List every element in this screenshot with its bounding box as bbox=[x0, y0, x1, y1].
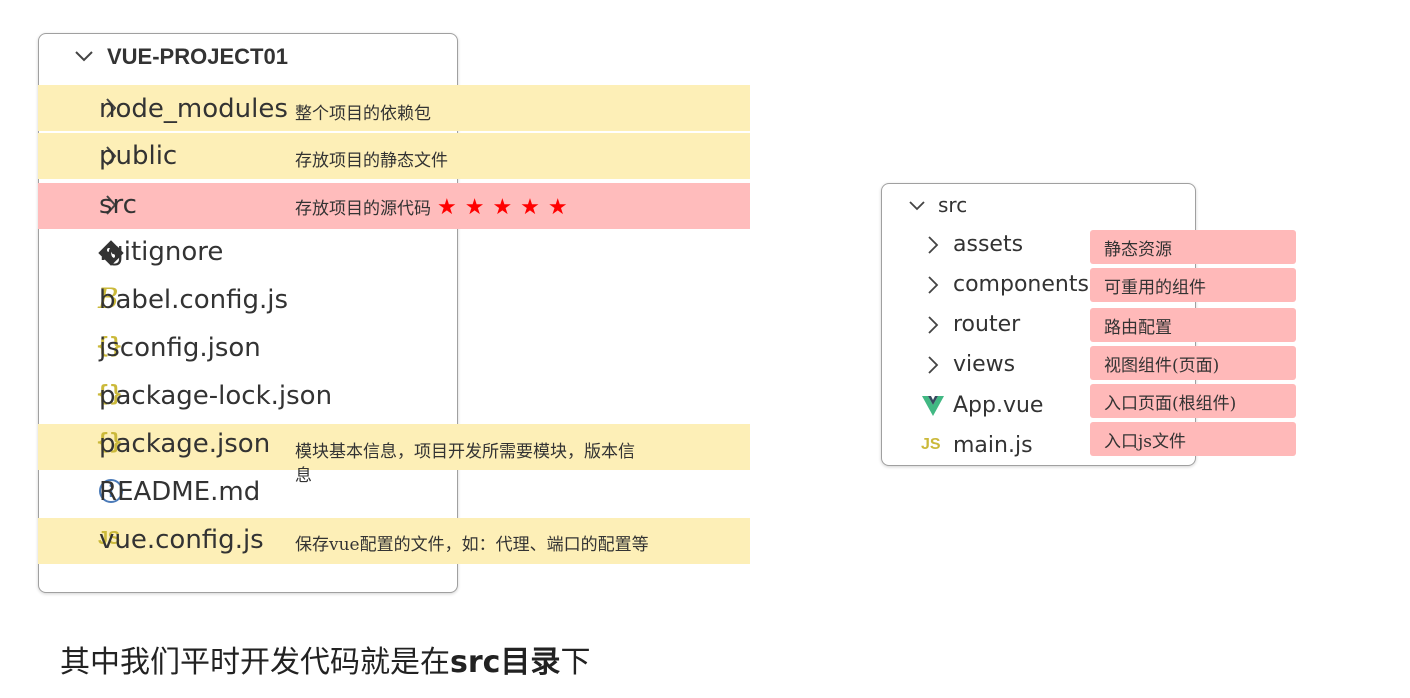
tree-item-note: 存放项目的源代码 ★★★★★ bbox=[295, 194, 576, 220]
highlight-src bbox=[38, 183, 750, 229]
tree-item-note: 整个项目的依赖包 bbox=[295, 104, 431, 124]
json-braces-icon: {} bbox=[96, 430, 123, 455]
chevron-right-icon bbox=[927, 355, 939, 379]
tree-item-label: src bbox=[99, 190, 137, 220]
src-item-label: assets bbox=[953, 232, 1024, 257]
src-tree-root-label: src bbox=[938, 193, 968, 217]
tree-item-label: public bbox=[99, 141, 178, 171]
chevron-right-icon bbox=[927, 235, 939, 259]
highlight-package-json bbox=[38, 424, 750, 470]
chevron-right-icon bbox=[104, 145, 118, 171]
chevron-right-icon bbox=[927, 315, 939, 339]
caption-part2: 下 bbox=[560, 645, 591, 680]
tree-item-note: 模块基本信息，项目开发所需要模块，版本信 bbox=[295, 442, 635, 462]
src-item-label: views bbox=[953, 352, 1016, 377]
tree-item-note: 存放项目的静态文件 bbox=[295, 151, 448, 171]
tree-item-label: node_modules bbox=[99, 94, 288, 124]
caption-part1: 其中我们平时开发代码就是在 bbox=[60, 645, 450, 680]
highlight-node-modules bbox=[38, 85, 750, 131]
git-icon bbox=[98, 240, 124, 270]
src-item-note: 路由配置 bbox=[1090, 308, 1296, 342]
tree-item-label: vue.config.js bbox=[99, 525, 264, 555]
tree-item-note-wrap: 息 bbox=[295, 466, 312, 486]
babel-icon: B bbox=[98, 282, 119, 315]
vue-icon bbox=[921, 395, 945, 421]
src-item-label: components bbox=[953, 272, 1089, 297]
caption-text: 其中我们平时开发代码就是在src目录下 bbox=[60, 637, 590, 681]
chevron-right-icon bbox=[104, 97, 118, 123]
src-item-label: App.vue bbox=[953, 393, 1044, 418]
src-item-label: router bbox=[953, 312, 1021, 337]
chevron-down-icon bbox=[74, 48, 94, 67]
tree-item-label: package-lock.json bbox=[99, 381, 333, 411]
src-item-note: 静态资源 bbox=[1090, 230, 1296, 264]
src-item-note: 视图组件(页面) bbox=[1090, 346, 1296, 380]
js-icon: JS bbox=[921, 436, 941, 453]
chevron-right-icon bbox=[104, 194, 118, 220]
tree-item-note-text: 存放项目的源代码 bbox=[295, 199, 431, 219]
chevron-right-icon bbox=[927, 275, 939, 299]
explorer-root-label: VUE-PROJECT01 bbox=[107, 44, 288, 69]
highlight-public bbox=[38, 133, 750, 179]
src-item-label: main.js bbox=[953, 433, 1033, 458]
src-item-note: 可重用的组件 bbox=[1090, 268, 1296, 302]
tree-item-label: .gitignore bbox=[99, 237, 224, 267]
src-item-note: 入口页面(根组件) bbox=[1090, 384, 1296, 418]
tree-item-label: package.json bbox=[99, 429, 271, 459]
tree-item-label: jsconfig.json bbox=[99, 333, 261, 363]
chevron-down-icon bbox=[908, 197, 926, 216]
tree-item-label: babel.config.js bbox=[99, 285, 289, 315]
highlight-vue-config bbox=[38, 518, 750, 564]
json-braces-icon: {} bbox=[96, 334, 123, 359]
star-rating: ★★★★★ bbox=[437, 195, 576, 220]
tree-item-label: README.md bbox=[99, 477, 261, 507]
info-icon bbox=[98, 478, 124, 508]
caption-bold: src目录 bbox=[450, 645, 561, 680]
src-item-note: 入口js文件 bbox=[1090, 422, 1296, 456]
js-icon: JS bbox=[98, 528, 121, 548]
json-braces-icon: {} bbox=[96, 382, 123, 407]
tree-item-note: 保存vue配置的文件，如：代理、端口的配置等 bbox=[295, 535, 649, 555]
